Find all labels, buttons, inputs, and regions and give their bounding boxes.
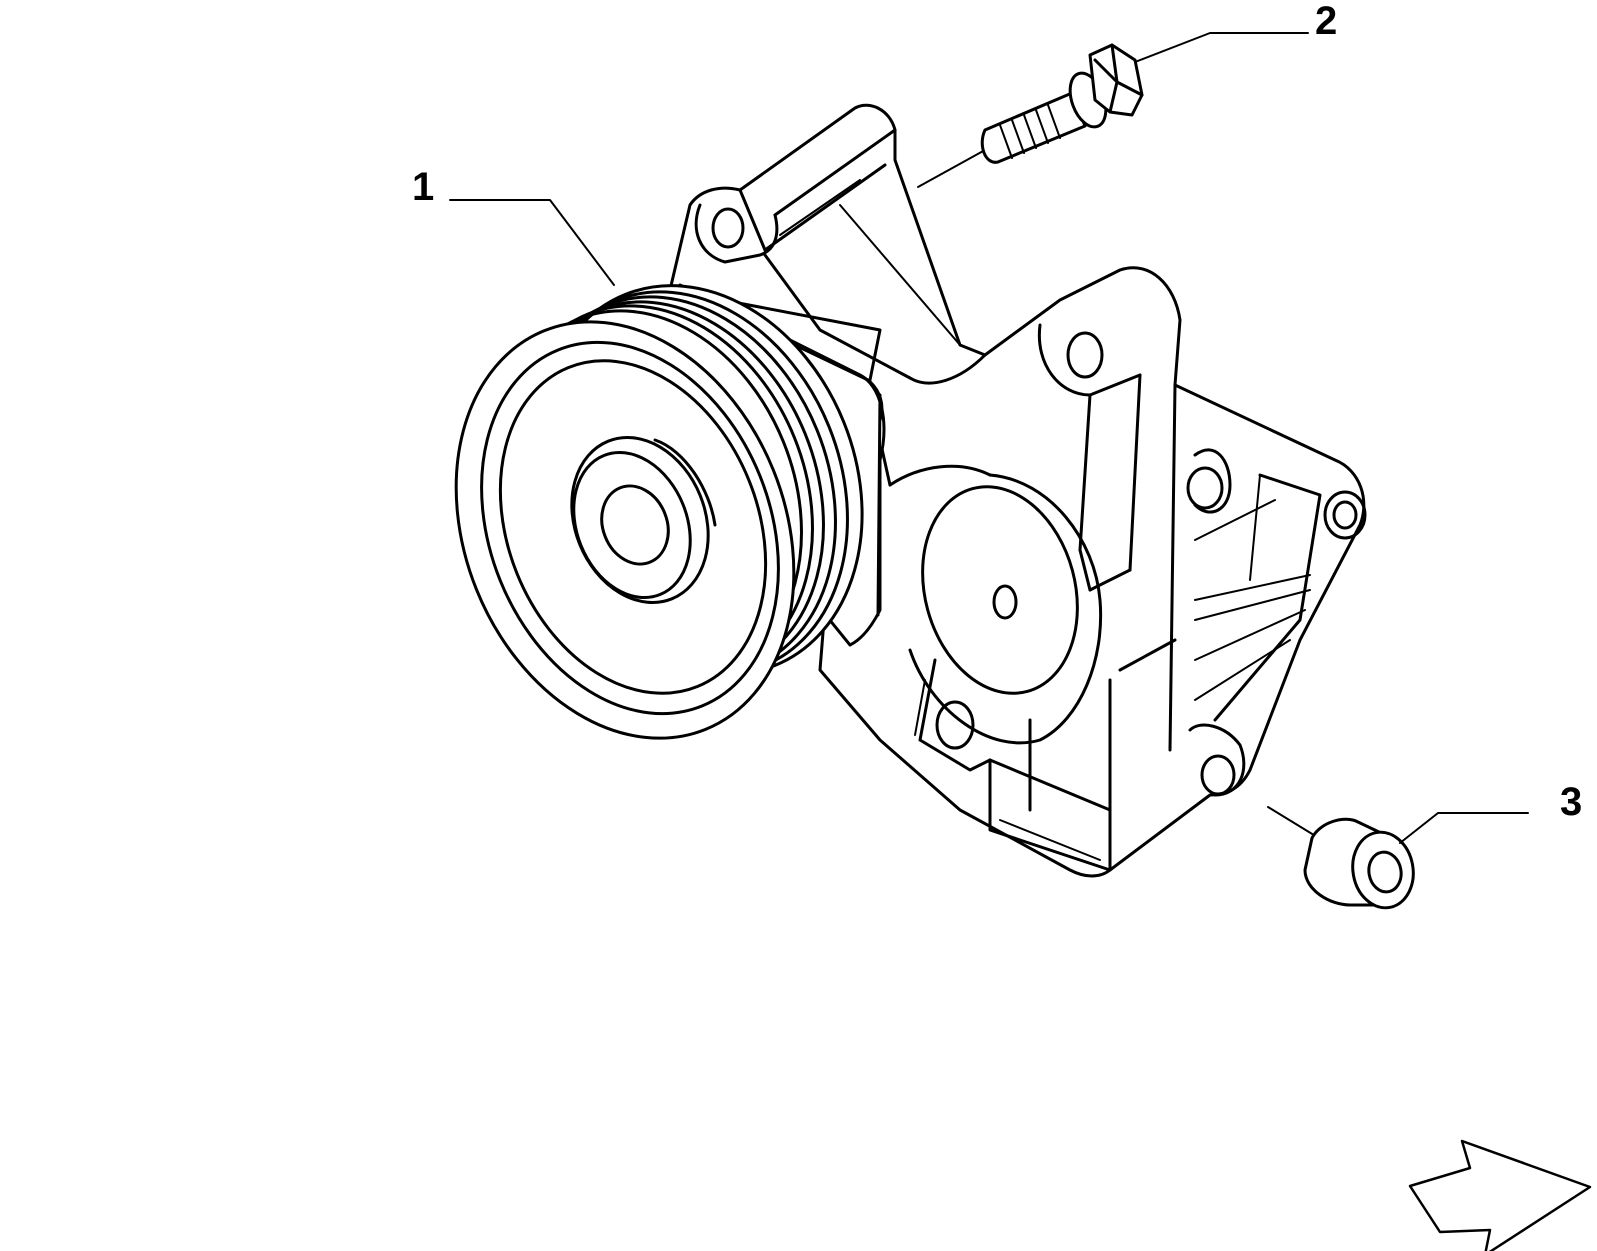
callout-number-2: 2 bbox=[1315, 0, 1337, 43]
pump-pulley bbox=[454, 283, 886, 740]
callout-number-3: 3 bbox=[1560, 780, 1582, 824]
direction-arrow-icon bbox=[1408, 1139, 1592, 1251]
bushing bbox=[1267, 806, 1415, 910]
leader-line-1 bbox=[449, 199, 615, 286]
callout-number-1: 1 bbox=[412, 165, 434, 209]
callout-leaders bbox=[449, 32, 1529, 844]
leader-line-3 bbox=[1399, 812, 1529, 844]
leader-line-2 bbox=[1134, 32, 1309, 63]
bolt bbox=[917, 43, 1144, 188]
pump-bracket-housing bbox=[668, 103, 1367, 878]
